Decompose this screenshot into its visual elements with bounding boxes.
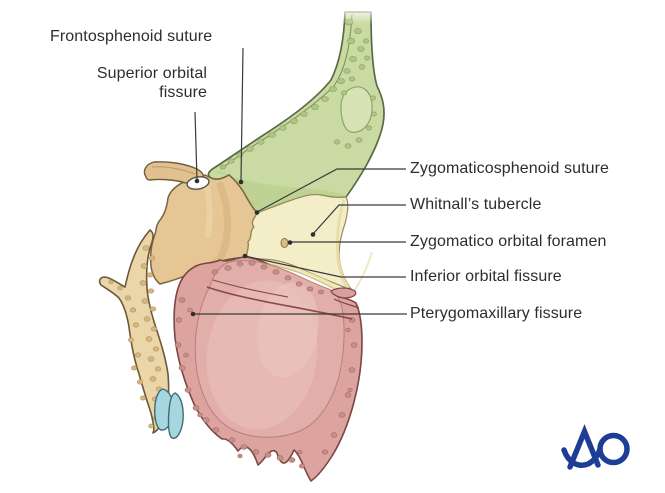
leader-dots bbox=[190, 178, 316, 317]
ao-logo bbox=[561, 424, 630, 470]
pterygoid-process bbox=[98, 229, 170, 434]
leader-whitnalls bbox=[312, 204, 406, 235]
zygomatico-orbital-foramen-opening bbox=[280, 238, 289, 248]
label-frontosphenoid-suture: Frontosphenoid suture bbox=[50, 28, 213, 45]
zygomatic-process-notch bbox=[330, 287, 357, 299]
leader-frontosphenoid bbox=[240, 47, 244, 182]
pterygoid-trabeculae bbox=[108, 245, 163, 429]
palatine-bone bbox=[154, 388, 184, 439]
maxilla-bone bbox=[173, 256, 363, 482]
leader-inferior-orbital bbox=[244, 255, 406, 278]
lesser-wing-strip bbox=[143, 161, 205, 185]
leader-lines bbox=[193, 47, 407, 315]
ao-logo-swoosh bbox=[561, 446, 603, 468]
leader-superior-orbital bbox=[194, 111, 198, 181]
label-zygomatico-orbital-foramen: Zygomatico orbital foramen bbox=[410, 233, 607, 250]
leader-zygomaticosphenoid bbox=[256, 168, 406, 213]
label-whitnalls-tubercle: Whitnall’s tubercle bbox=[410, 196, 542, 213]
ao-logo-letter-o bbox=[597, 432, 630, 466]
label-superior-orbital-fissure: Superior orbital fissure bbox=[96, 65, 207, 101]
label-inferior-orbital-fissure: Inferior orbital fissure bbox=[410, 268, 562, 285]
maxilla-trabeculae bbox=[174, 260, 358, 469]
label-pterygomaxillary-fissure: Pterygomaxillary fissure bbox=[410, 305, 583, 322]
frontal-trabeculae bbox=[219, 18, 377, 170]
ao-logo-letter-a bbox=[567, 424, 601, 470]
label-zygomaticosphenoid-suture: Zygomaticosphenoid suture bbox=[410, 160, 610, 177]
frontal-bone bbox=[207, 6, 385, 214]
